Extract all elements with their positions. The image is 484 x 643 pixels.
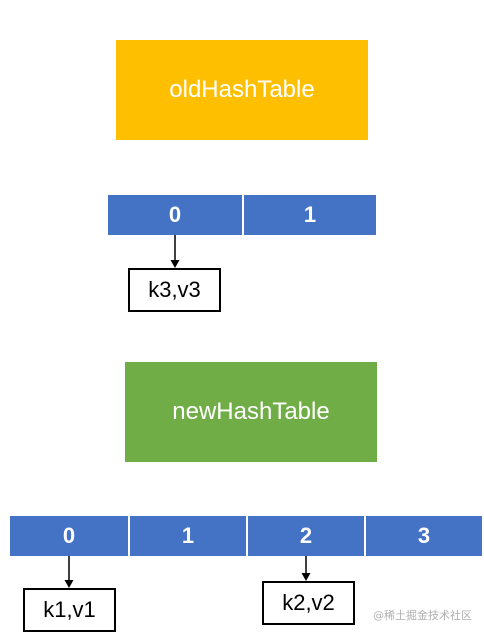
old-bucket-0-label: 0: [168, 202, 182, 227]
new-bucket-1: 1: [128, 516, 246, 556]
old-entry-k3-label: k3,v3: [148, 277, 201, 302]
new-bucket-3-label: 3: [417, 523, 431, 548]
new-hash-table-title: newHashTable: [125, 362, 377, 462]
new-hash-table-title-text: newHashTable: [172, 398, 330, 425]
watermark: @稀土掘金技术社区: [373, 609, 472, 622]
new-entry-k1-label: k1,v1: [43, 597, 96, 622]
old-hash-table-title-text: oldHashTable: [169, 76, 315, 103]
arrow-down-icon: [169, 235, 181, 268]
arrow-down-icon: [63, 556, 75, 588]
new-bucket-array: 0 1 2 3: [10, 516, 482, 556]
old-hash-table-title: oldHashTable: [116, 40, 368, 140]
new-bucket-0: 0: [10, 516, 128, 556]
new-entry-k2: k2,v2: [262, 581, 355, 625]
old-bucket-array: 0 1: [108, 195, 376, 235]
old-bucket-1-label: 1: [303, 202, 317, 227]
new-bucket-2: 2: [246, 516, 364, 556]
old-bucket-0: 0: [108, 195, 242, 235]
old-entry-k3: k3,v3: [128, 268, 221, 312]
new-bucket-3: 3: [364, 516, 482, 556]
new-bucket-1-label: 1: [181, 523, 195, 548]
new-bucket-2-label: 2: [299, 523, 313, 548]
new-entry-k2-label: k2,v2: [282, 590, 335, 615]
new-entry-k1: k1,v1: [23, 588, 116, 632]
new-bucket-0-label: 0: [62, 523, 76, 548]
arrow-down-icon: [300, 556, 312, 581]
old-bucket-1: 1: [242, 195, 376, 235]
